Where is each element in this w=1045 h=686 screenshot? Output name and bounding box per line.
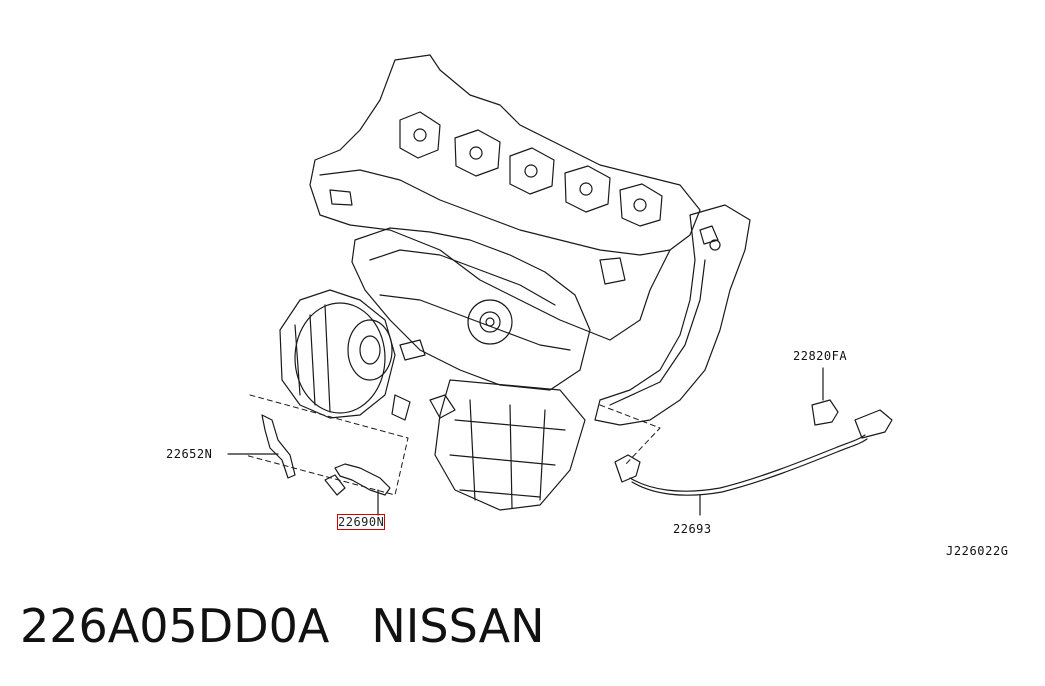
callout-22690n[interactable]: 22690N [336,514,386,530]
hose-22652n [227,414,296,479]
reference-frame-right [599,404,661,466]
front-pipe-bracket [594,204,751,426]
oxygen-sensor-22690n [324,463,391,516]
reference-frame-left [244,394,409,496]
catalytic-converter [429,379,586,511]
callout-22693[interactable]: 22693 [673,522,712,536]
clip-22820fa [811,367,839,426]
part-number-footer: 226A05DD0A NISSAN [20,596,545,656]
brand-name: NISSAN [371,599,545,653]
callout-22652n[interactable]: 22652N [166,447,213,461]
engine-parts-diagram [227,54,893,516]
part-number: 226A05DD0A [20,599,330,653]
alternator [279,289,426,421]
engine-block [309,54,701,341]
figure-reference-code: J226022G [946,544,1009,558]
oxygen-sensor-22693 [614,409,893,516]
exhaust-manifold [351,227,591,391]
callout-22820fa[interactable]: 22820FA [793,349,848,363]
